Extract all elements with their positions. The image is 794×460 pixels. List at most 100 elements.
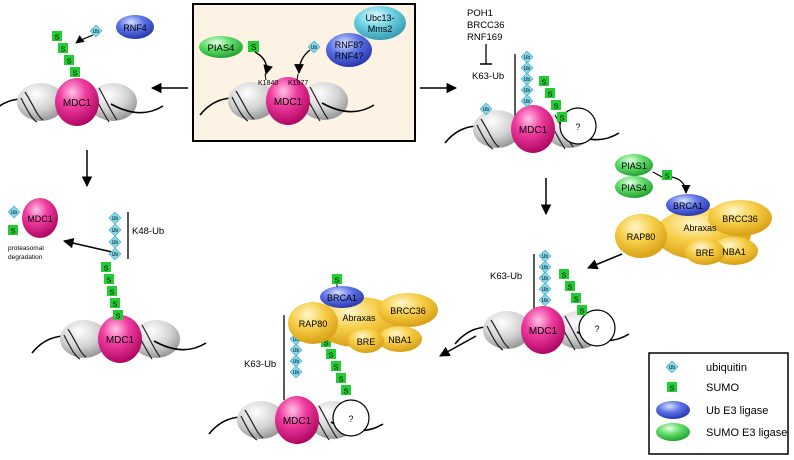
mid-right-nucleosome: MDC1 [454, 305, 630, 355]
svg-text:S: S [579, 307, 584, 316]
svg-text:MDC1: MDC1 [63, 98, 92, 109]
abraxas-label: Abraxas [342, 313, 376, 323]
pias4-ligase-right: PIAS4 [615, 176, 653, 198]
sumo-tag-label: S [334, 276, 339, 285]
svg-text:Ub: Ub [524, 66, 531, 72]
svg-text:Ub: Ub [112, 228, 119, 234]
svg-text:S: S [567, 283, 572, 292]
top-right-nucleosome: MDC1 [444, 104, 620, 154]
top-right-ub-chain: Ub Ub Ub Ub Ub Ub [479, 50, 534, 116]
svg-text:Ub: Ub [112, 252, 119, 258]
svg-text:RNF8?: RNF8? [335, 40, 364, 50]
svg-text:S: S [115, 312, 120, 321]
svg-text:Ub: Ub [293, 370, 300, 376]
svg-text:?: ? [348, 414, 353, 424]
legend-sumo-label: SUMO [706, 382, 739, 394]
brcc36-label: BRCC36 [390, 306, 426, 316]
rnf4-ligase: RNF4 [116, 15, 154, 39]
unknown-factor: ? [578, 309, 616, 347]
ub-to-sumo-arrow [75, 34, 94, 44]
svg-text:S: S [669, 384, 674, 393]
svg-text:S: S [664, 172, 669, 181]
svg-text:S: S [328, 351, 333, 360]
bre-label: BRE [357, 337, 376, 347]
svg-text:MDC1: MDC1 [519, 125, 548, 136]
degraded-mdc1: MDC1 [22, 198, 58, 238]
ub-transfer-arrow [294, 49, 311, 74]
k63-label-mid: K63-Ub [490, 271, 522, 282]
mid-left-ub-chain: Ub Ub Ub Ub [108, 211, 122, 261]
svg-text:?: ? [575, 122, 580, 132]
svg-text:S: S [573, 295, 578, 304]
svg-text:Ub: Ub [542, 287, 549, 293]
svg-text:S: S [541, 78, 546, 87]
svg-text:Mms2: Mms2 [368, 24, 393, 34]
k63-label-bottom: K63-Ub [244, 359, 276, 370]
nba1-label: NBA1 [722, 247, 746, 257]
svg-text:Ub: Ub [311, 45, 318, 51]
pias1-ligase: PIAS1 [615, 154, 653, 176]
brca1-a-complex-right: BRCA1 BRCC36 Abraxas RAP80 NBA1 BRE [615, 194, 772, 265]
svg-text:RNF4: RNF4 [123, 23, 147, 33]
svg-text:Ub: Ub [293, 359, 300, 365]
svg-text:Ub: Ub [112, 216, 119, 222]
svg-text:Ub: Ub [542, 276, 549, 282]
svg-text:Ub: Ub [112, 240, 119, 246]
unknown-factor: ? [559, 107, 597, 145]
arrow-complex-to-mid-right [587, 253, 623, 270]
svg-text:Ubc13-: Ubc13- [365, 13, 394, 23]
svg-text:Ub: Ub [669, 365, 676, 371]
svg-text:PIAS4: PIAS4 [208, 43, 235, 54]
legend-ubiquitin-label: ubiquitin [706, 362, 747, 374]
svg-text:PIAS4: PIAS4 [621, 183, 647, 193]
svg-text:Ub: Ub [524, 55, 531, 61]
svg-text:PIAS1: PIAS1 [621, 161, 647, 171]
svg-text:?: ? [594, 324, 599, 334]
ub-icon: Ub [89, 24, 103, 38]
svg-text:S: S [343, 387, 348, 396]
mid-right-ub-chain: Ub Ub Ub Ub Ub [538, 249, 552, 307]
legend-sumo-e3-icon [656, 423, 690, 441]
svg-text:S: S [251, 43, 256, 52]
legend-ubiquitin-icon: Ub [665, 360, 679, 374]
sumo-tag: S [248, 41, 259, 52]
bre-label: BRE [696, 248, 715, 258]
sumo-to-brca1-arrow [671, 176, 691, 194]
legend-sumo-icon: S [667, 382, 677, 393]
brca1-label: BRCA1 [327, 293, 357, 303]
svg-text:S: S [559, 114, 564, 123]
legend: Ub ubiquitin S SUMO Ub E3 ligase SUMO E3… [648, 352, 789, 455]
svg-text:Ub: Ub [524, 77, 531, 83]
rap80-label: RAP80 [299, 319, 328, 329]
legend-ub-e3-label: Ub E3 ligase [706, 405, 768, 417]
svg-text:Ub: Ub [293, 337, 300, 343]
arrow-to-degradation [62, 237, 113, 253]
svg-text:S: S [338, 375, 343, 384]
svg-text:Ub: Ub [483, 107, 490, 113]
svg-text:Ub: Ub [293, 348, 300, 354]
svg-text:S: S [72, 69, 77, 78]
brcc36-label: BRCC36 [467, 20, 505, 31]
rnf169-label: RNF169 [467, 32, 502, 43]
sumo-tag: S [662, 170, 672, 181]
free-sumo: S [8, 225, 18, 236]
svg-text:S: S [547, 90, 552, 99]
legend-sumo-e3-label: SUMO E3 ligase [706, 427, 787, 439]
svg-text:Ub: Ub [524, 99, 531, 105]
proteasomal-label: proteasomal [8, 245, 44, 252]
svg-text:S: S [112, 300, 117, 309]
poh1-label: POH1 [467, 8, 493, 19]
svg-text:S: S [106, 276, 111, 285]
pias4-ligase: PIAS4 [199, 36, 243, 58]
top-left-nucleosome: MDC1 [0, 77, 164, 127]
unknown-factor: ? [332, 399, 370, 437]
svg-text:Ub: Ub [524, 88, 531, 94]
top-left-sumo-chain: S S S S [52, 31, 80, 78]
rap80-label: RAP80 [627, 232, 656, 242]
arrow-to-bottom-center [439, 335, 477, 357]
svg-text:S: S [333, 363, 338, 372]
bottom-nucleosome: MDC1 [208, 395, 384, 445]
svg-text:S: S [553, 102, 558, 111]
svg-text:S: S [10, 227, 15, 236]
